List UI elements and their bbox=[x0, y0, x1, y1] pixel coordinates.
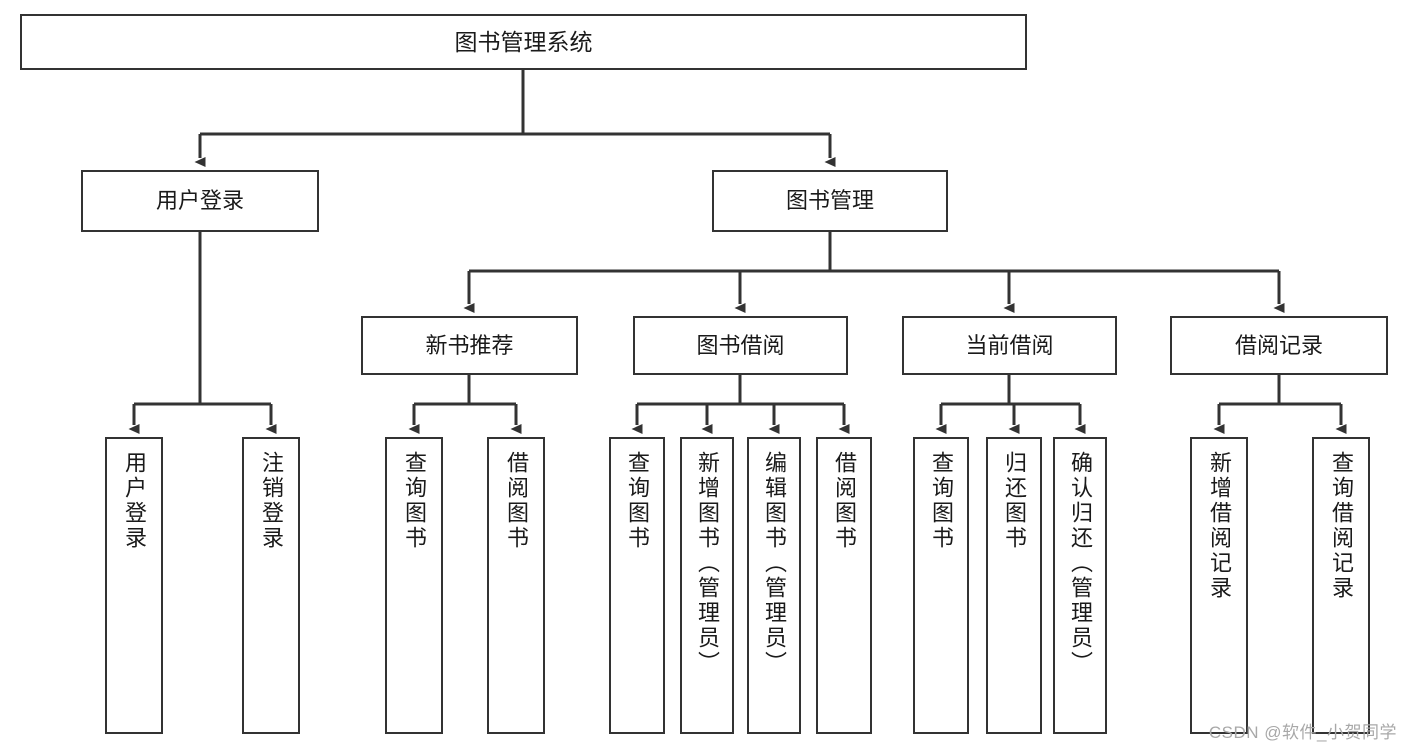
node-book-borrow[interactable]: 图书借阅 bbox=[633, 316, 848, 375]
node-leaf-query-book-1[interactable]: 查询图书 bbox=[385, 437, 443, 734]
node-label: 查询图书 bbox=[402, 451, 427, 551]
node-label: 查询图书 bbox=[625, 451, 650, 551]
node-label: 当前借阅 bbox=[965, 332, 1054, 358]
node-leaf-query-record[interactable]: 查询借阅记录 bbox=[1312, 437, 1370, 734]
node-label: 编辑图书（管理员） bbox=[762, 451, 787, 676]
node-label: 图书管理 bbox=[785, 188, 874, 214]
node-label: 查询借阅记录 bbox=[1329, 451, 1354, 601]
node-label: 注销登录 bbox=[259, 451, 284, 551]
node-label: 确认归还（管理员） bbox=[1068, 451, 1093, 676]
node-label: 新增图书（管理员） bbox=[695, 451, 720, 676]
node-label: 新增借阅记录 bbox=[1207, 451, 1232, 601]
node-leaf-user-logout[interactable]: 注销登录 bbox=[242, 437, 300, 734]
node-label: 新书推荐 bbox=[425, 332, 514, 358]
node-current-borrow[interactable]: 当前借阅 bbox=[902, 316, 1117, 375]
node-new-book-recommend[interactable]: 新书推荐 bbox=[361, 316, 578, 375]
node-leaf-borrow-book-1[interactable]: 借阅图书 bbox=[487, 437, 545, 734]
node-user-login[interactable]: 用户登录 bbox=[81, 170, 319, 232]
node-label: 借阅图书 bbox=[504, 451, 529, 551]
node-label: 查询图书 bbox=[929, 451, 954, 551]
node-label: 借阅图书 bbox=[832, 451, 857, 551]
node-leaf-user-login[interactable]: 用户登录 bbox=[105, 437, 163, 734]
node-leaf-add-book[interactable]: 新增图书（管理员） bbox=[680, 437, 734, 734]
node-leaf-add-record[interactable]: 新增借阅记录 bbox=[1190, 437, 1248, 734]
node-leaf-query-book-3[interactable]: 查询图书 bbox=[913, 437, 969, 734]
node-leaf-return-book[interactable]: 归还图书 bbox=[986, 437, 1042, 734]
node-label: 图书管理系统 bbox=[454, 28, 593, 55]
node-leaf-query-book-2[interactable]: 查询图书 bbox=[609, 437, 665, 734]
node-label: 图书借阅 bbox=[696, 332, 785, 358]
node-borrow-record[interactable]: 借阅记录 bbox=[1170, 316, 1388, 375]
node-leaf-borrow-book-2[interactable]: 借阅图书 bbox=[816, 437, 872, 734]
node-root-system[interactable]: 图书管理系统 bbox=[20, 14, 1027, 70]
node-book-management[interactable]: 图书管理 bbox=[712, 170, 948, 232]
node-label: 借阅记录 bbox=[1234, 332, 1323, 358]
node-label: 用户登录 bbox=[155, 188, 244, 214]
node-leaf-edit-book[interactable]: 编辑图书（管理员） bbox=[747, 437, 801, 734]
node-leaf-confirm-return[interactable]: 确认归还（管理员） bbox=[1053, 437, 1107, 734]
watermark-text: CSDN @软件_小贺同学 bbox=[1208, 723, 1397, 742]
node-label: 用户登录 bbox=[122, 451, 147, 551]
node-label: 归还图书 bbox=[1002, 451, 1027, 551]
